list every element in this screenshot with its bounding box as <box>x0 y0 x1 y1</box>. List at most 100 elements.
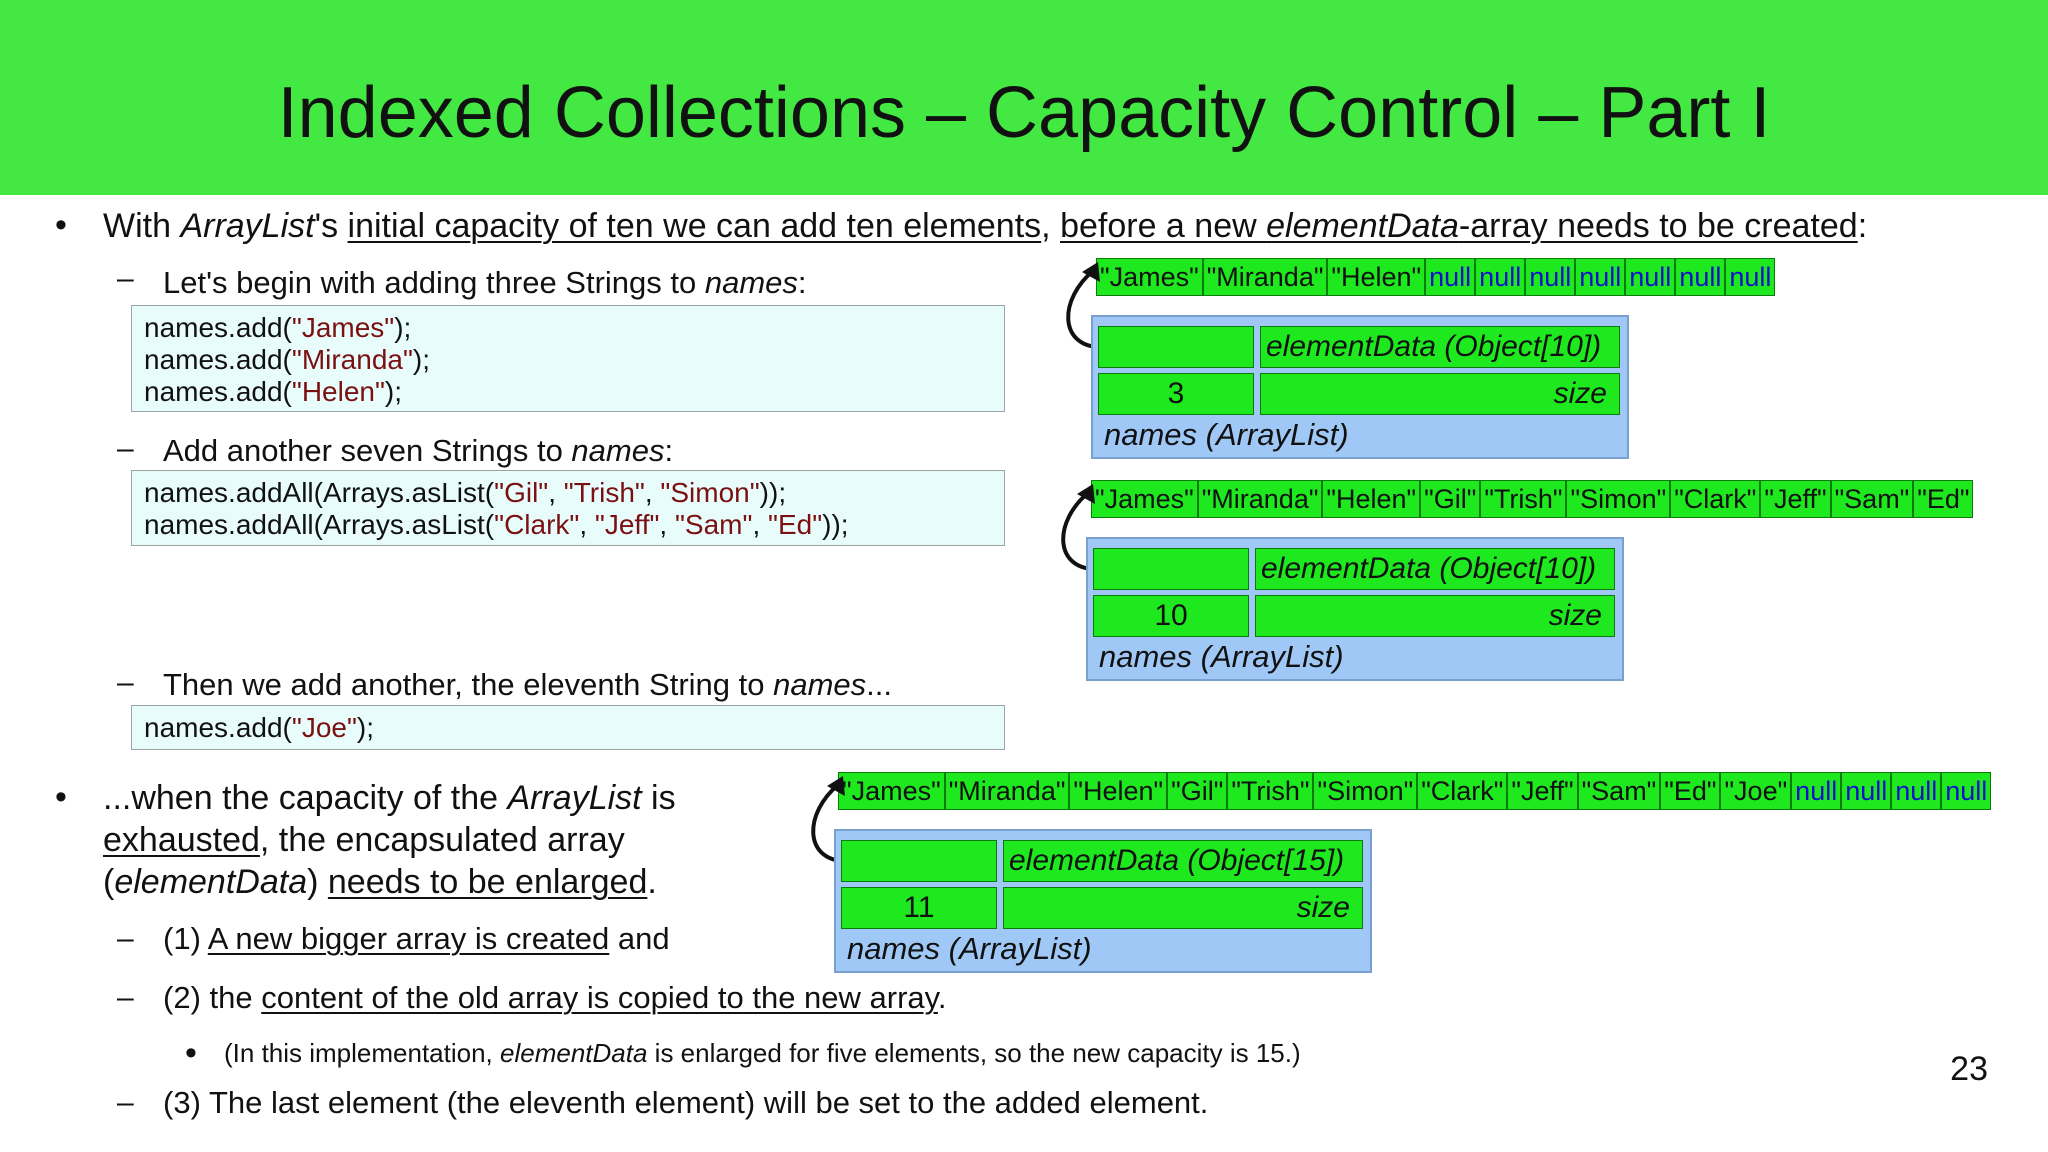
code-2-line: names.addAll(Arrays.asList("Clark", "Jef… <box>144 509 992 541</box>
array-cell: null <box>1791 772 1842 810</box>
step-1-main: Let's begin with adding three Strings to <box>163 265 705 300</box>
c2-1-c1: , <box>579 509 595 540</box>
code-1-0-post: ); <box>394 312 412 343</box>
reference-arrow-icon <box>811 776 845 863</box>
code-1-line: names.add("Helen"); <box>144 376 992 408</box>
code-1-line: names.add("Miranda"); <box>144 344 992 376</box>
b2-l3a: ( <box>103 863 115 901</box>
code-1-2-str: "Helen" <box>291 376 385 407</box>
code-2-line: names.addAll(Arrays.asList("Gil", "Trish… <box>144 477 992 509</box>
array-cell: "Clark" <box>1670 480 1761 518</box>
b1-underline-group: before a new elementData-array needs to … <box>1060 207 1858 245</box>
c2-1-s1: "Clark" <box>494 509 580 540</box>
reference-arrow-icon <box>1066 262 1100 349</box>
code-block-1: names.add("James");names.add("Miranda");… <box>131 305 1005 412</box>
element-data-field: elementData (Object[10]) <box>1260 326 1620 368</box>
sub-1-c: and <box>609 921 670 956</box>
c2-0-s2: "Trish" <box>563 477 645 508</box>
array-cell: null <box>1425 258 1476 296</box>
array-cell: "Trish" <box>1227 772 1314 810</box>
size-field: size <box>1255 595 1615 637</box>
array-cell: "Miranda" <box>1202 258 1328 296</box>
sub-2-c: . <box>937 980 947 1015</box>
array-cell: null <box>1625 258 1676 296</box>
c2-1-s4: "Ed" <box>768 509 823 540</box>
c2-0-s3: "Simon" <box>660 477 760 508</box>
code-1-line: names.add("James"); <box>144 312 992 344</box>
sub-1-text: (1) A new bigger array is created and <box>163 920 670 958</box>
c2-1-s3: "Sam" <box>674 509 753 540</box>
sub-1-b: A new bigger array is created <box>207 921 610 956</box>
array-cell: null <box>1841 772 1892 810</box>
bullet-1-marker: • <box>55 206 67 244</box>
b2-l3d: needs to be enlarged <box>327 863 648 901</box>
array-cell: "Clark" <box>1417 772 1508 810</box>
code-3-post: ); <box>356 712 375 743</box>
array-cell: "James" <box>838 772 945 810</box>
array-cell: "Ed" <box>1913 480 1974 518</box>
array-cell: "Helen" <box>1327 258 1426 296</box>
code-3-str: "Joe" <box>291 712 357 743</box>
code-1-2-post: ); <box>384 376 403 407</box>
size-field: size <box>1260 373 1620 415</box>
arraylist-object-1: elementData (Object[10]) 3 size names (A… <box>1091 315 1629 459</box>
array-cell: "Miranda" <box>944 772 1070 810</box>
b1-t1: With <box>103 207 181 245</box>
b2-l1c: is <box>641 779 676 817</box>
array-row-3: "James""Miranda""Helen""Gil""Trish""Simo… <box>838 772 1992 810</box>
array-cell: null <box>1891 772 1942 810</box>
step-3-main: Then we add another, the eleventh String… <box>163 667 774 702</box>
array-cell: "Sam" <box>1830 480 1914 518</box>
b1-t5: , <box>1041 207 1061 245</box>
slide-title: Indexed Collections – Capacity Control –… <box>277 73 1771 153</box>
reference-field <box>1098 326 1254 368</box>
bullet-1-text: With ArrayList's initial capacity of ten… <box>103 206 1867 246</box>
code-1-1-post: ); <box>412 344 431 375</box>
step-2-text: Add another seven Strings to names: <box>163 432 673 470</box>
array-cell: "Ed" <box>1660 772 1721 810</box>
object-label: names (ArrayList) <box>1099 639 1344 674</box>
array-cell: "Miranda" <box>1197 480 1323 518</box>
c2-0-end: )); <box>759 477 787 508</box>
subsub-marker: • <box>185 1034 197 1072</box>
step-1-em: names <box>704 265 798 300</box>
bullet-2-line-2: exhausted, the encapsulated array <box>103 820 625 860</box>
size-field: size <box>1003 887 1363 929</box>
array-cell: "Helen" <box>1322 480 1421 518</box>
step-3-text: Then we add another, the eleventh String… <box>163 666 892 704</box>
step-3-end: ... <box>866 667 892 702</box>
bullet-2-line-1: ...when the capacity of the ArrayList is <box>103 778 676 818</box>
object-label: names (ArrayList) <box>1104 417 1349 452</box>
step-2-main: Add another seven Strings to <box>163 433 572 468</box>
array-cell: "Gil" <box>1420 480 1481 518</box>
b1-t3: 's <box>314 207 348 245</box>
subsub-a: (In this implementation, <box>224 1038 501 1068</box>
array-cell: null <box>1575 258 1626 296</box>
object-label: names (ArrayList) <box>847 931 1092 966</box>
array-cell: "Sam" <box>1577 772 1661 810</box>
array-cell: "James" <box>1096 258 1203 296</box>
array-cell: null <box>1675 258 1726 296</box>
arraylist-object-2: elementData (Object[10]) 10 size names (… <box>1086 537 1624 681</box>
step-2-marker: – <box>117 432 134 465</box>
array-cell: null <box>1475 258 1526 296</box>
sub-3-text: (3) The last element (the eleventh eleme… <box>163 1085 1209 1120</box>
subsub-text: (In this implementation, elementData is … <box>224 1037 1301 1069</box>
bullet-2-line-3: (elementData) needs to be enlarged. <box>103 862 657 902</box>
c2-0-s1: "Gil" <box>494 477 549 508</box>
subsub-b: elementData <box>500 1038 648 1068</box>
array-cell: "Helen" <box>1069 772 1168 810</box>
array-cell: null <box>1525 258 1576 296</box>
element-data-field: elementData (Object[10]) <box>1255 548 1615 590</box>
sub-1-a: (1) <box>163 921 208 956</box>
code-block-2: names.addAll(Arrays.asList("Gil", "Trish… <box>131 470 1005 546</box>
array-cell: null <box>1725 258 1776 296</box>
b2-l1b: ArrayList <box>507 779 642 817</box>
array-cell: "Simon" <box>1566 480 1671 518</box>
sub-2-marker: – <box>117 981 134 1014</box>
b1-t4: initial capacity of ten we can add ten e… <box>347 207 1042 245</box>
reference-field <box>841 840 997 882</box>
array-cell: "Joe" <box>1720 772 1792 810</box>
c2-1-s2: "Jeff" <box>594 509 660 540</box>
subsub-c: is enlarged for five elements, so the ne… <box>647 1038 1301 1068</box>
